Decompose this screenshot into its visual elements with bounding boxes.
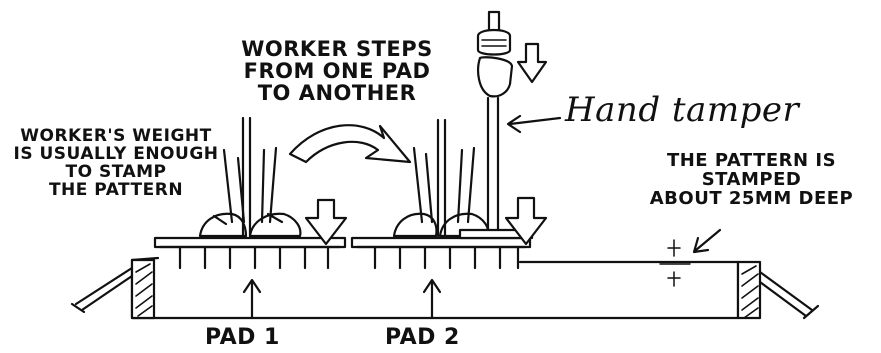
worker-steps-line-1: WORKER STEPS <box>232 38 442 60</box>
pattern-depth-pointer-arrow <box>668 230 720 286</box>
worker-steps-label: WORKER STEPS FROM ONE PAD TO ANOTHER <box>232 38 442 104</box>
hand-tamper-label: Hand tamper <box>565 90 799 130</box>
worker-steps-line-3: TO ANOTHER <box>232 82 442 104</box>
worker-steps-line-2: FROM ONE PAD <box>232 60 442 82</box>
workers-weight-label: WORKER'S WEIGHT IS USUALLY ENOUGH TO STA… <box>6 128 226 199</box>
pattern-stamped-line-3: ABOUT 25MM DEEP <box>624 190 879 209</box>
pad-2-pointer-arrow <box>424 280 440 318</box>
pad-1 <box>155 238 345 268</box>
hand-tamper-pointer-arrow <box>508 116 560 132</box>
pad-2-label: PAD 2 <box>385 326 460 349</box>
workers-weight-line-4: THE PATTERN <box>6 182 226 200</box>
down-arrow-tamper <box>518 44 546 82</box>
step-curved-arrow <box>290 125 410 162</box>
worker-2 <box>394 120 488 236</box>
workers-weight-line-3: TO STAMP <box>6 164 226 182</box>
concrete-slab <box>132 258 738 318</box>
pattern-stamped-line-2: STAMPED <box>624 171 879 190</box>
left-formwork <box>72 260 154 318</box>
right-formwork <box>738 262 818 318</box>
workers-weight-line-2: IS USUALLY ENOUGH <box>6 146 226 164</box>
pattern-stamped-label: THE PATTERN IS STAMPED ABOUT 25MM DEEP <box>624 152 879 209</box>
pad-2 <box>352 238 530 268</box>
pad-1-label: PAD 1 <box>205 326 280 349</box>
pad-1-pointer-arrow <box>244 280 260 318</box>
